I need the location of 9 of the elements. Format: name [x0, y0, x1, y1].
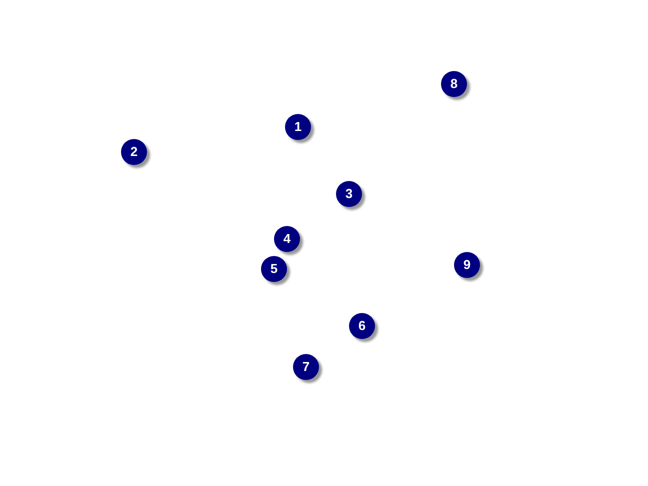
callout-number: 3 [336, 181, 362, 207]
callout-number: 8 [441, 71, 467, 97]
callout-number: 1 [285, 114, 311, 140]
callout-number: 2 [121, 139, 147, 165]
callout-number: 9 [454, 252, 480, 278]
callout-number: 5 [261, 256, 287, 282]
callout-number: 4 [274, 226, 300, 252]
callout-number: 7 [293, 354, 319, 380]
callout-number: 6 [349, 313, 375, 339]
